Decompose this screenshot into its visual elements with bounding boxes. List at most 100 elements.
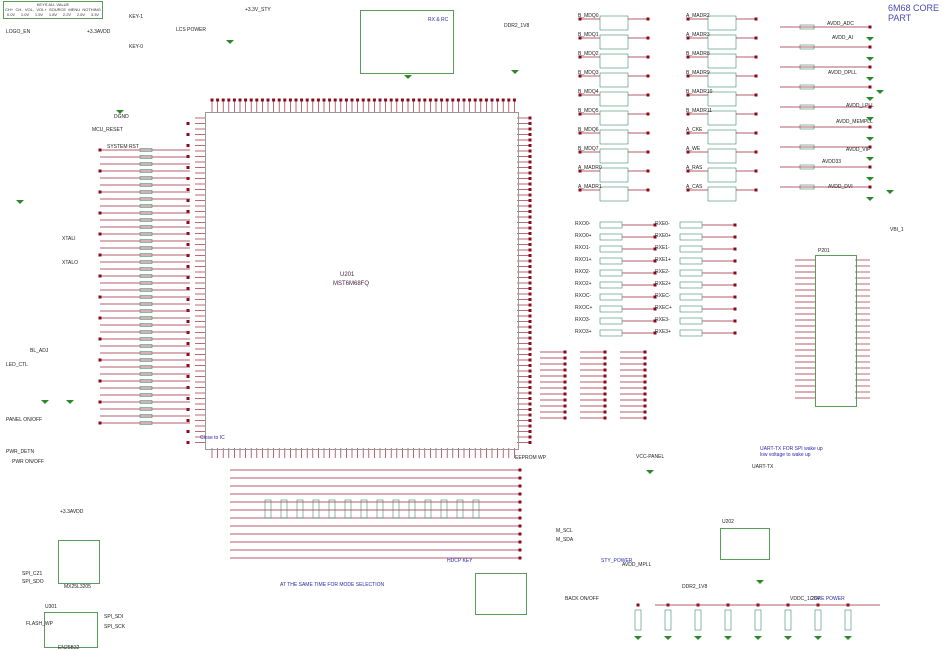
resistor-icon xyxy=(139,330,153,334)
net-label-eeprom-wp: EEPROM WP xyxy=(515,455,547,461)
ground-icon xyxy=(754,636,762,640)
junction xyxy=(186,199,190,202)
junction xyxy=(578,93,582,97)
junction xyxy=(754,17,758,21)
junction xyxy=(578,188,582,192)
junction xyxy=(98,148,102,152)
junction xyxy=(367,98,371,102)
junction xyxy=(186,287,190,290)
junction xyxy=(479,98,483,102)
junction xyxy=(603,404,607,408)
junction xyxy=(518,548,522,552)
resistor-icon xyxy=(599,293,623,301)
junction xyxy=(528,138,532,142)
junction xyxy=(186,342,190,345)
junction xyxy=(528,122,532,125)
resistor-icon xyxy=(139,316,153,320)
junction xyxy=(754,74,758,78)
junction xyxy=(754,131,758,135)
junction xyxy=(528,199,532,202)
junction xyxy=(528,254,532,257)
resistor-icon xyxy=(139,218,153,222)
junction xyxy=(528,380,532,384)
junction xyxy=(528,430,532,433)
resistor-icon xyxy=(139,176,153,180)
lvds-label: RXOC+ xyxy=(575,305,593,311)
junction xyxy=(260,98,264,102)
junction xyxy=(868,25,872,29)
junction xyxy=(186,232,190,235)
keys-value: 3.3V xyxy=(90,12,100,17)
resistor-icon xyxy=(264,499,272,519)
flash2-chip-part: EN25B32 xyxy=(58,645,80,651)
junction xyxy=(603,368,607,372)
junction xyxy=(186,243,190,246)
resistor-icon xyxy=(139,414,153,418)
junction xyxy=(754,169,758,173)
junction xyxy=(186,254,190,257)
resistor-icon xyxy=(408,499,416,519)
junction xyxy=(98,295,102,299)
lvds-label: RXE0- xyxy=(655,221,670,227)
keys-header: MENU xyxy=(68,7,81,12)
junction xyxy=(528,397,532,400)
ground-icon xyxy=(404,75,412,79)
junction xyxy=(528,408,532,411)
junction xyxy=(528,419,532,422)
junction xyxy=(563,392,567,396)
junction xyxy=(507,98,511,102)
junction xyxy=(528,281,532,285)
junction xyxy=(868,125,872,129)
junction xyxy=(528,182,532,186)
resistor-icon xyxy=(139,246,153,250)
net-label-xtali: XTALI xyxy=(62,236,76,242)
junction xyxy=(646,169,650,173)
resistor-icon xyxy=(139,274,153,278)
junction xyxy=(603,410,607,414)
resistor-icon xyxy=(679,233,703,241)
junction xyxy=(512,98,516,102)
junction xyxy=(400,98,404,102)
junction xyxy=(328,98,332,102)
junction xyxy=(528,188,532,191)
resistor-icon xyxy=(707,129,737,145)
resistor-icon xyxy=(139,288,153,292)
junction xyxy=(603,374,607,378)
net-label-pwr-onoff: PWR ON/OFF xyxy=(12,459,44,465)
junction xyxy=(186,331,190,334)
resistor-icon xyxy=(599,15,629,31)
lvds-label: RXO0- xyxy=(575,221,591,227)
junction xyxy=(646,36,650,40)
junction xyxy=(186,419,190,422)
junction xyxy=(412,98,416,102)
junction xyxy=(528,386,532,389)
resistor-icon xyxy=(679,293,703,301)
junction xyxy=(98,379,102,383)
ddr-label: B_MDQ5 xyxy=(578,108,599,114)
junction xyxy=(227,98,231,102)
junction xyxy=(518,516,522,520)
resistor-icon xyxy=(139,379,153,383)
keys-header: SOURCE xyxy=(48,7,67,12)
junction xyxy=(186,298,190,301)
resistor-icon xyxy=(139,239,153,243)
resistor-icon xyxy=(599,221,623,229)
junction xyxy=(733,247,737,251)
resistor-icon xyxy=(139,190,153,194)
junction xyxy=(563,386,567,390)
ddr-label: A_WE xyxy=(686,146,701,152)
junction xyxy=(300,98,304,102)
junction xyxy=(186,177,190,180)
junction xyxy=(528,144,532,147)
junction xyxy=(646,188,650,192)
junction xyxy=(456,98,460,102)
resistor-icon xyxy=(599,329,623,337)
junction xyxy=(528,204,532,208)
junction xyxy=(186,364,190,367)
resistor-icon xyxy=(634,609,642,631)
junction xyxy=(578,169,582,173)
junction xyxy=(528,149,532,153)
junction xyxy=(186,430,190,433)
resistor-icon xyxy=(139,351,153,355)
eeprom-chip-ref: U202 xyxy=(722,519,734,525)
